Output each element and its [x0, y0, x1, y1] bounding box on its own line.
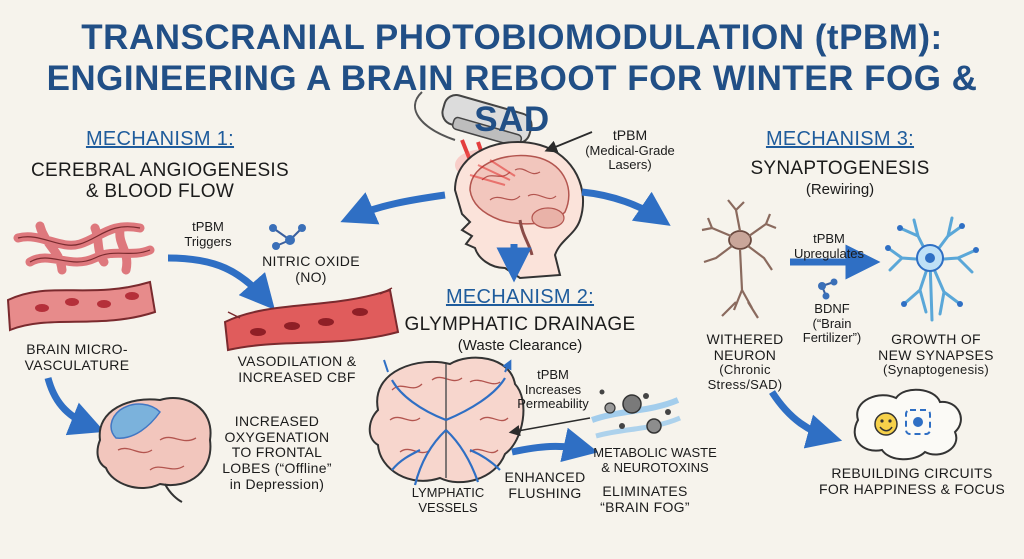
rebuilding-line2: FOR HAPPINESS & FOCUS: [819, 480, 1005, 497]
dilated-vessel-icon: [223, 287, 400, 352]
permeability-label: tPBM Increases Permeability: [508, 367, 598, 412]
lymphatic-label: LYMPHATIC VESSELS: [400, 485, 496, 515]
withered-line1: WITHERED: [706, 331, 784, 347]
bdnf-line3: Fertilizer”): [802, 330, 862, 346]
vasodilation-label: VASODILATION & INCREASED CBF: [222, 353, 372, 385]
growth-line3: (Synaptogenesis): [883, 362, 989, 378]
vasculature-line1: BRAIN MICRO-: [26, 341, 128, 357]
mechanism2-subtitle: GLYMPHATIC DRAINAGE: [404, 314, 636, 335]
mechanism1-subtitle: CEREBRAL ANGIOGENESIS & BLOOD FLOW: [30, 160, 290, 203]
mechanism1-subtitle-line1: CEREBRAL ANGIOGENESIS: [31, 160, 289, 181]
bdnf-line2: (“Brain: [812, 315, 852, 331]
mechanism3-paren: (Rewiring): [805, 181, 875, 198]
arrow-triggers: [167, 254, 275, 310]
growth-line2: NEW SYNAPSES: [878, 346, 994, 363]
rebuilding-label: REBUILDING CIRCUITS FOR HAPPINESS & FOCU…: [812, 465, 1012, 497]
face-focus-icon: [853, 388, 962, 461]
mechanism2-paren: (Waste Clearance): [457, 337, 583, 354]
device-label-line2: (Medical-Grade: [585, 142, 675, 158]
lymphatic-line1: LYMPHATIC: [411, 485, 485, 500]
nitric-oxide-line1: NITRIC OXIDE: [262, 253, 360, 269]
withered-line2: NEURON: [713, 346, 777, 363]
blood-vessel-icon: [6, 221, 157, 332]
arrow-to-mechanism1: [340, 191, 446, 225]
vasodilation-line2: INCREASED CBF: [238, 368, 356, 385]
mechanism1-subtitle-line2: & BLOOD FLOW: [85, 181, 235, 203]
waste-label: METABOLIC WASTE & NEUROTOXINS: [590, 445, 720, 475]
flushing-line1: ENHANCED: [504, 469, 586, 485]
page-title: TRANSCRANIAL PHOTOBIOMODULATION (tPBM): …: [20, 18, 1004, 141]
nitric-oxide-label: NITRIC OXIDE (NO): [246, 253, 376, 285]
oxygenation-line5: in Depression): [229, 475, 325, 492]
bdnf-molecule-icon: [818, 278, 838, 300]
upregulates-line2: Upregulates: [793, 245, 865, 261]
nitric-oxide-line2: (NO): [295, 268, 327, 285]
flushing-line2: FLUSHING: [508, 484, 582, 501]
bdnf-line1: BDNF: [814, 301, 850, 316]
waste-line1: METABOLIC WASTE: [593, 445, 717, 460]
mechanism2-heading: MECHANISM 2:: [445, 286, 595, 308]
withered-neuron-label: WITHERED NEURON (Chronic Stress/SAD): [680, 331, 810, 392]
upregulates-label: tPBM Upregulates: [784, 231, 874, 261]
oxygenation-line2: OXYGENATION: [224, 428, 330, 445]
head-brain-icon: [453, 141, 585, 280]
lymphatic-line2: VESSELS: [418, 499, 478, 515]
oxygenation-line1: INCREASED: [234, 413, 320, 429]
trigger-line2: Triggers: [184, 233, 232, 249]
mechanism3-subtitle: SYNAPTOGENESIS: [750, 158, 930, 179]
growth-label: GROWTH OF NEW SYNAPSES (Synaptogenesis): [866, 331, 1006, 378]
vasodilation-line1: VASODILATION &: [237, 353, 357, 369]
brain-icon: [96, 397, 212, 503]
device-label: tPBM (Medical-Grade Lasers): [580, 127, 680, 173]
permeability-line2: Increases: [524, 381, 582, 397]
flushing-label: ENHANCED FLUSHING: [500, 469, 590, 501]
permeability-line1: tPBM: [537, 367, 569, 382]
healthy-neuron-icon: [885, 216, 979, 322]
vasculature-label: BRAIN MICRO- VASCULATURE: [12, 341, 142, 373]
molecule-icon: [269, 224, 306, 250]
glymphatic-brain-icon: [368, 358, 525, 486]
growth-line1: GROWTH OF: [891, 331, 981, 347]
permeability-line3: Permeability: [517, 396, 589, 412]
upregulates-line1: tPBM: [813, 231, 845, 246]
waste-line2: & NEUROTOXINS: [601, 459, 709, 475]
title-line-1: TRANSCRANIAL PHOTOBIOMODULATION (tPBM):: [81, 18, 943, 57]
mechanism1-heading: MECHANISM 1:: [85, 128, 235, 150]
vasculature-line2: VASCULATURE: [24, 356, 130, 373]
eliminates-line2: “BRAIN FOG”: [600, 498, 690, 515]
trigger-line1: tPBM: [192, 219, 224, 234]
title-line-2: ENGINEERING A BRAIN REBOOT FOR WINTER FO…: [46, 58, 978, 139]
oxygenation-line4: LOBES (“Offline”: [222, 460, 332, 477]
rebuilding-line1: REBUILDING CIRCUITS: [831, 465, 993, 481]
waste-particles-icon: [590, 389, 681, 439]
trigger-label: tPBM Triggers: [168, 219, 248, 249]
arrow-to-mechanism3: [581, 188, 671, 226]
arrow-flushing: [511, 427, 599, 462]
permeability-pointer: [508, 417, 591, 437]
device-pointer-arrow: [544, 131, 593, 153]
device-label-line3: Lasers): [608, 157, 652, 173]
eliminates-label: ELIMINATES “BRAIN FOG”: [590, 483, 700, 515]
mechanism3-heading: MECHANISM 3:: [765, 128, 915, 150]
arrow-to-oxygenation: [44, 377, 105, 436]
device-label-line1: tPBM: [612, 127, 648, 143]
withered-neuron-icon: [701, 199, 777, 319]
oxygenation-line3: TO FRONTAL: [231, 444, 323, 461]
bdnf-label: BDNF (“Brain Fertilizer”): [792, 301, 872, 346]
withered-line3: (Chronic Stress/SAD): [707, 362, 783, 392]
oxygenation-label: INCREASED OXYGENATION TO FRONTAL LOBES (…: [212, 413, 342, 492]
eliminates-line1: ELIMINATES: [602, 483, 688, 499]
arrow-to-circuits: [769, 390, 843, 449]
